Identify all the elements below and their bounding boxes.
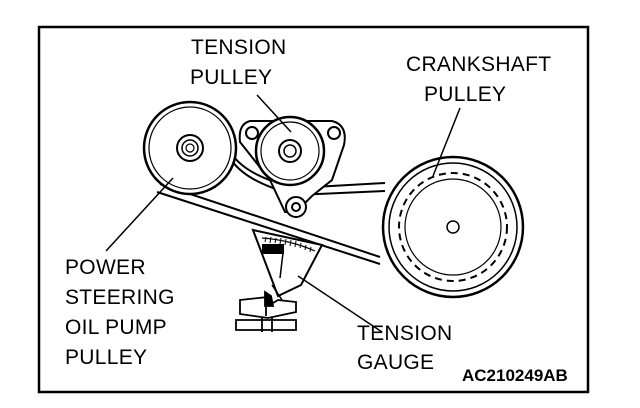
label-tension-pulley-line1: TENSION bbox=[191, 36, 287, 59]
label-power-steering-line1: POWER bbox=[65, 256, 146, 279]
leader-power-steering bbox=[105, 177, 174, 252]
tension-pulley bbox=[254, 115, 326, 187]
gauge-scale bbox=[264, 236, 312, 253]
label-power-steering-line4: PULLEY bbox=[65, 346, 148, 369]
label-power-steering-line3: OIL PUMP bbox=[65, 316, 167, 339]
leader-tension-pulley bbox=[256, 94, 292, 133]
power-steering-pulley bbox=[142, 100, 238, 196]
label-tension-gauge-line2: GAUGE bbox=[357, 351, 435, 374]
label-tension-gauge-line1: TENSION bbox=[357, 322, 453, 345]
label-crankshaft-pulley-line1: CRANKSHAFT bbox=[406, 53, 552, 76]
figure-code: AC210249AB bbox=[462, 366, 568, 385]
leader-lines bbox=[105, 94, 461, 333]
label-tension-pulley-line2: PULLEY bbox=[190, 66, 273, 89]
tension-gauge bbox=[251, 228, 324, 301]
label-power-steering-line2: STEERING bbox=[65, 286, 175, 309]
crankshaft-pulley bbox=[381, 155, 525, 299]
label-crankshaft-pulley-line2: PULLEY bbox=[424, 83, 507, 106]
leader-tension-gauge bbox=[297, 275, 383, 333]
gauge-handle bbox=[235, 290, 297, 332]
frame bbox=[37, 25, 590, 394]
leader-crankshaft-pulley bbox=[432, 107, 461, 177]
